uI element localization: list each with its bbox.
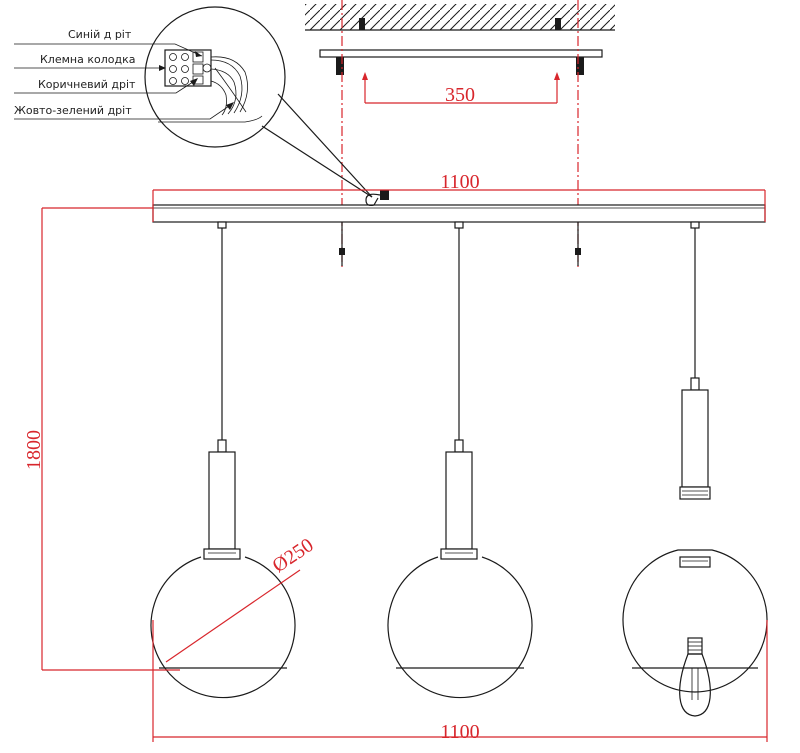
terminal-block-icon: [164, 49, 212, 87]
mounting-plate: [319, 49, 603, 75]
canopy-connector-icon: [365, 190, 389, 207]
overall-height-dimension: 1800: [23, 207, 180, 671]
bar-width-dimension-top: 1100: [152, 171, 766, 222]
pendant-center: [387, 221, 533, 699]
label-leaders: [14, 43, 234, 120]
bar-width-label-bottom: 1100: [440, 721, 479, 743]
bar-width-label-top: 1100: [440, 171, 479, 193]
label-brown-wire: Коричневий дріт: [38, 78, 136, 91]
label-yellow-green-wire: Жовто-зелений дріт: [14, 104, 132, 117]
globe-diameter-dimension: Ø250: [165, 534, 318, 663]
mount-spacing-dimension: 350: [362, 72, 560, 106]
bar-width-dimension-bottom: 1100: [152, 620, 768, 743]
pendant-left: [150, 221, 296, 699]
globe-diameter-label: Ø250: [268, 534, 317, 577]
overall-height-label: 1800: [23, 430, 45, 470]
ceiling-screw-left: [359, 18, 365, 30]
label-terminal-block: Клемна колодка: [40, 53, 135, 66]
ceiling: [305, 4, 615, 31]
mount-spacing-label: 350: [445, 84, 475, 106]
canopy-bar: [152, 204, 766, 223]
pendant-right: [622, 221, 768, 717]
wiring-detail: [144, 6, 373, 198]
bulb-icon: [679, 637, 711, 717]
label-blue-wire: Синій д ріт: [68, 28, 132, 41]
bar-screw-left: [339, 222, 345, 266]
ceiling-screw-right: [555, 18, 561, 30]
bar-screw-right: [575, 222, 581, 266]
